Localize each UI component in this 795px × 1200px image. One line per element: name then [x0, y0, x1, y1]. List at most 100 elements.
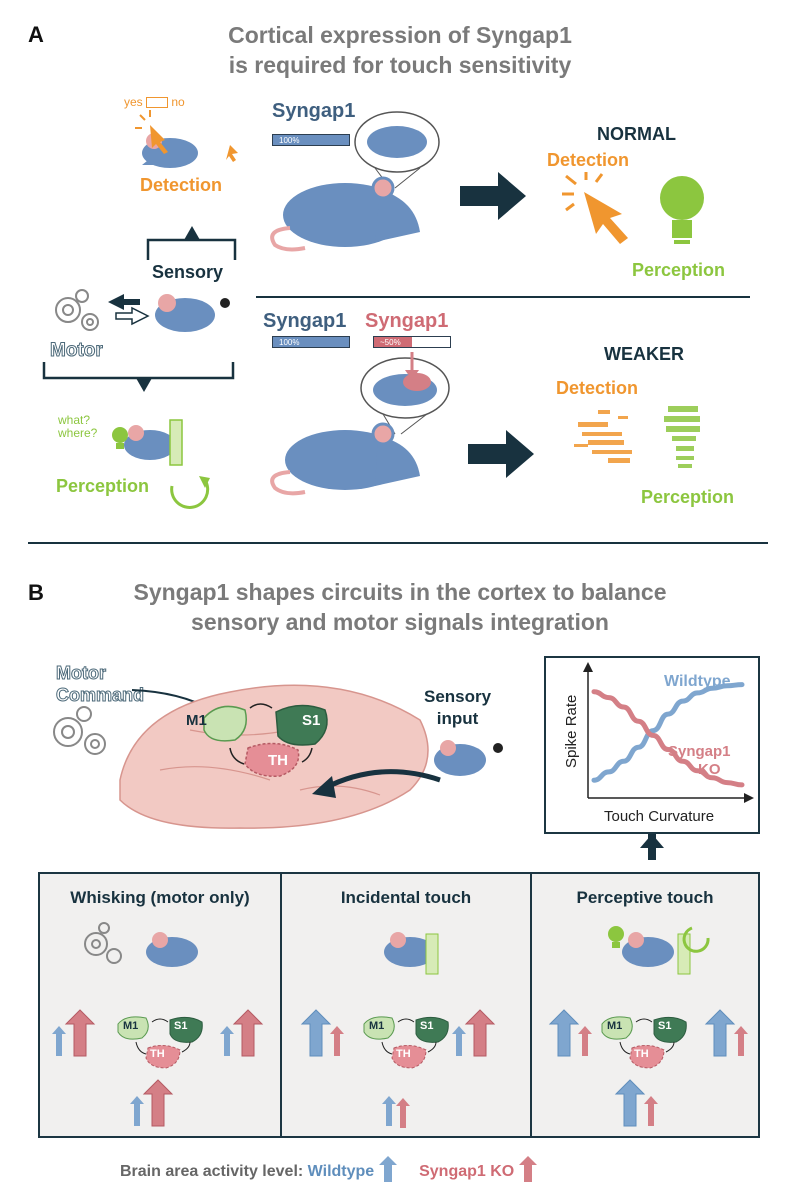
loop-arrow-icon — [682, 926, 710, 953]
mouse-icon — [270, 422, 420, 496]
weaker-outcome-icons — [574, 406, 700, 468]
mouse-icon — [270, 176, 420, 252]
sensory-input-label: Sensory input — [424, 686, 491, 730]
normal-status-label: NORMAL — [597, 124, 676, 144]
box3-s1-label: S1 — [658, 1020, 672, 1032]
box2-m1-label: M1 — [369, 1020, 385, 1032]
y-axis-label: Spike Rate — [563, 695, 580, 768]
circuit-activity-diagrams — [52, 922, 748, 1128]
motor-command-line2: Command — [55, 685, 145, 706]
weaker-mouse-illustration — [270, 352, 450, 496]
normal-perception-label: Perception — [632, 260, 726, 280]
legend-label: Brain area activity level: — [120, 1163, 304, 1180]
legend-wildtype: Wildtype — [664, 673, 731, 690]
gears-icon — [55, 289, 99, 331]
bulb-icon — [608, 926, 624, 948]
x-axis-label: Touch Curvature — [604, 808, 714, 825]
panel-b-letter: B — [28, 580, 44, 605]
panel-b-title-line1: Syngap1 shapes circuits in the cortex to… — [133, 579, 667, 605]
detection-mouse-icon — [142, 133, 198, 168]
left-perception-label: Perception — [56, 476, 150, 496]
legend-blue-arrow-icon — [378, 1156, 397, 1182]
panel-b-title-line2: sensory and motor signals integration — [191, 609, 609, 635]
lightbulb-puzzle-icon — [660, 176, 704, 244]
click-cursor-icon — [562, 172, 628, 244]
sensory-input-line1: Sensory — [424, 687, 492, 706]
sensory-mouse-icon — [434, 740, 503, 776]
m1-region-icon — [203, 705, 247, 742]
panel-a-title-line2: is required for touch sensitivity — [228, 52, 572, 78]
box1-th-label: TH — [150, 1048, 165, 1060]
sensory-label: Sensory — [152, 262, 224, 282]
gears-icon — [84, 922, 122, 964]
panel-a-letter: A — [28, 22, 44, 47]
sensorimotor-schematic — [42, 110, 238, 509]
legend-wildtype-label: Wildtype — [307, 1163, 375, 1180]
weaker-wt-expression-bar: 100% — [272, 336, 350, 348]
s1-region-icon — [275, 704, 328, 746]
box1-m1-label: M1 — [123, 1020, 139, 1032]
legend-ko-line2: KO — [698, 761, 721, 778]
touch-mouse-icon — [384, 932, 436, 967]
what-where-label: what? where? — [58, 414, 97, 440]
weaker-wt-gene-label: Syngap1 — [263, 310, 347, 332]
perceptive-mouse-icon — [622, 932, 674, 967]
weaker-ko-expression-bar: ~50% — [373, 336, 451, 348]
normal-expression-bar: 100% — [272, 134, 350, 146]
motor-label: Motor — [50, 340, 104, 362]
series-line-0 — [591, 682, 745, 783]
chart-plot: Touch Curvature Spike Rate Wildtype Syng… — [563, 662, 754, 825]
box2-s1-label: S1 — [420, 1020, 434, 1032]
spike-rate-chart: Touch Curvature Spike Rate Wildtype Syng… — [544, 656, 760, 834]
motor-command-label: Motor Command — [55, 662, 145, 706]
toggle-icon — [146, 97, 169, 109]
where-label: where? — [58, 426, 98, 440]
th-region-icon — [244, 742, 300, 777]
legend-pink-arrow-icon — [518, 1156, 537, 1182]
box-incidental: Incidental touch — [280, 872, 532, 1138]
box1-s1-label: S1 — [174, 1020, 188, 1032]
no-label: no — [171, 95, 185, 109]
legend-ko-line1: Syngap1 — [668, 743, 731, 760]
weaker-detection-label: Detection — [556, 378, 639, 398]
normal-detection-label: Detection — [547, 150, 630, 170]
click-cursor-icon — [135, 110, 238, 162]
what-label: what? — [58, 413, 91, 427]
weaker-arrow-icon — [468, 430, 534, 478]
pole-icon — [169, 419, 183, 466]
motor-arrow-icon — [108, 294, 140, 310]
normal-arrow-icon — [460, 172, 526, 220]
pole-icon — [425, 933, 439, 975]
connector-arrow-icon — [640, 834, 664, 848]
panel-a-title-line1: Cortical expression of Syngap1 — [228, 22, 572, 48]
weaker-perception-label: Perception — [641, 487, 735, 507]
panel-a-title: Cortical expression of Syngap1 is requir… — [140, 20, 660, 80]
sensory-arrow-icon — [115, 306, 150, 326]
legend-ko-label: Syngap1 KO — [419, 1163, 515, 1180]
sensory-input-line2: input — [436, 709, 479, 728]
box-perceptive-title: Perceptive touch — [576, 888, 714, 907]
yes-no-label: yes no — [124, 95, 185, 109]
loop-arrow-icon — [170, 479, 210, 509]
row-divider — [256, 296, 750, 298]
left-detection-label: Detection — [140, 175, 223, 195]
panel-divider — [28, 542, 768, 544]
normal-mouse-illustration — [270, 111, 440, 252]
yes-label: yes — [124, 95, 143, 109]
box2-th-label: TH — [396, 1048, 411, 1060]
s1-label: S1 — [302, 712, 321, 729]
sensory-mouse-icon — [155, 294, 230, 332]
box-perceptive: Perceptive touch — [530, 872, 760, 1138]
bulb-icon — [112, 427, 128, 449]
brain-circuit-illustration — [53, 684, 503, 829]
box3-th-label: TH — [634, 1048, 649, 1060]
series-line-1 — [591, 689, 745, 788]
th-label: TH — [268, 752, 288, 769]
whisking-mouse-icon — [146, 932, 198, 967]
gears-icon — [53, 706, 106, 755]
panel-b-title: Syngap1 shapes circuits in the cortex to… — [70, 577, 730, 637]
activity-legend: Brain area activity level: Wildtype Syng… — [120, 1156, 537, 1182]
weaker-ko-gene-label: Syngap1 — [365, 310, 449, 332]
weaker-status-label: WEAKER — [604, 344, 684, 364]
motor-command-line1: Motor — [55, 663, 106, 684]
